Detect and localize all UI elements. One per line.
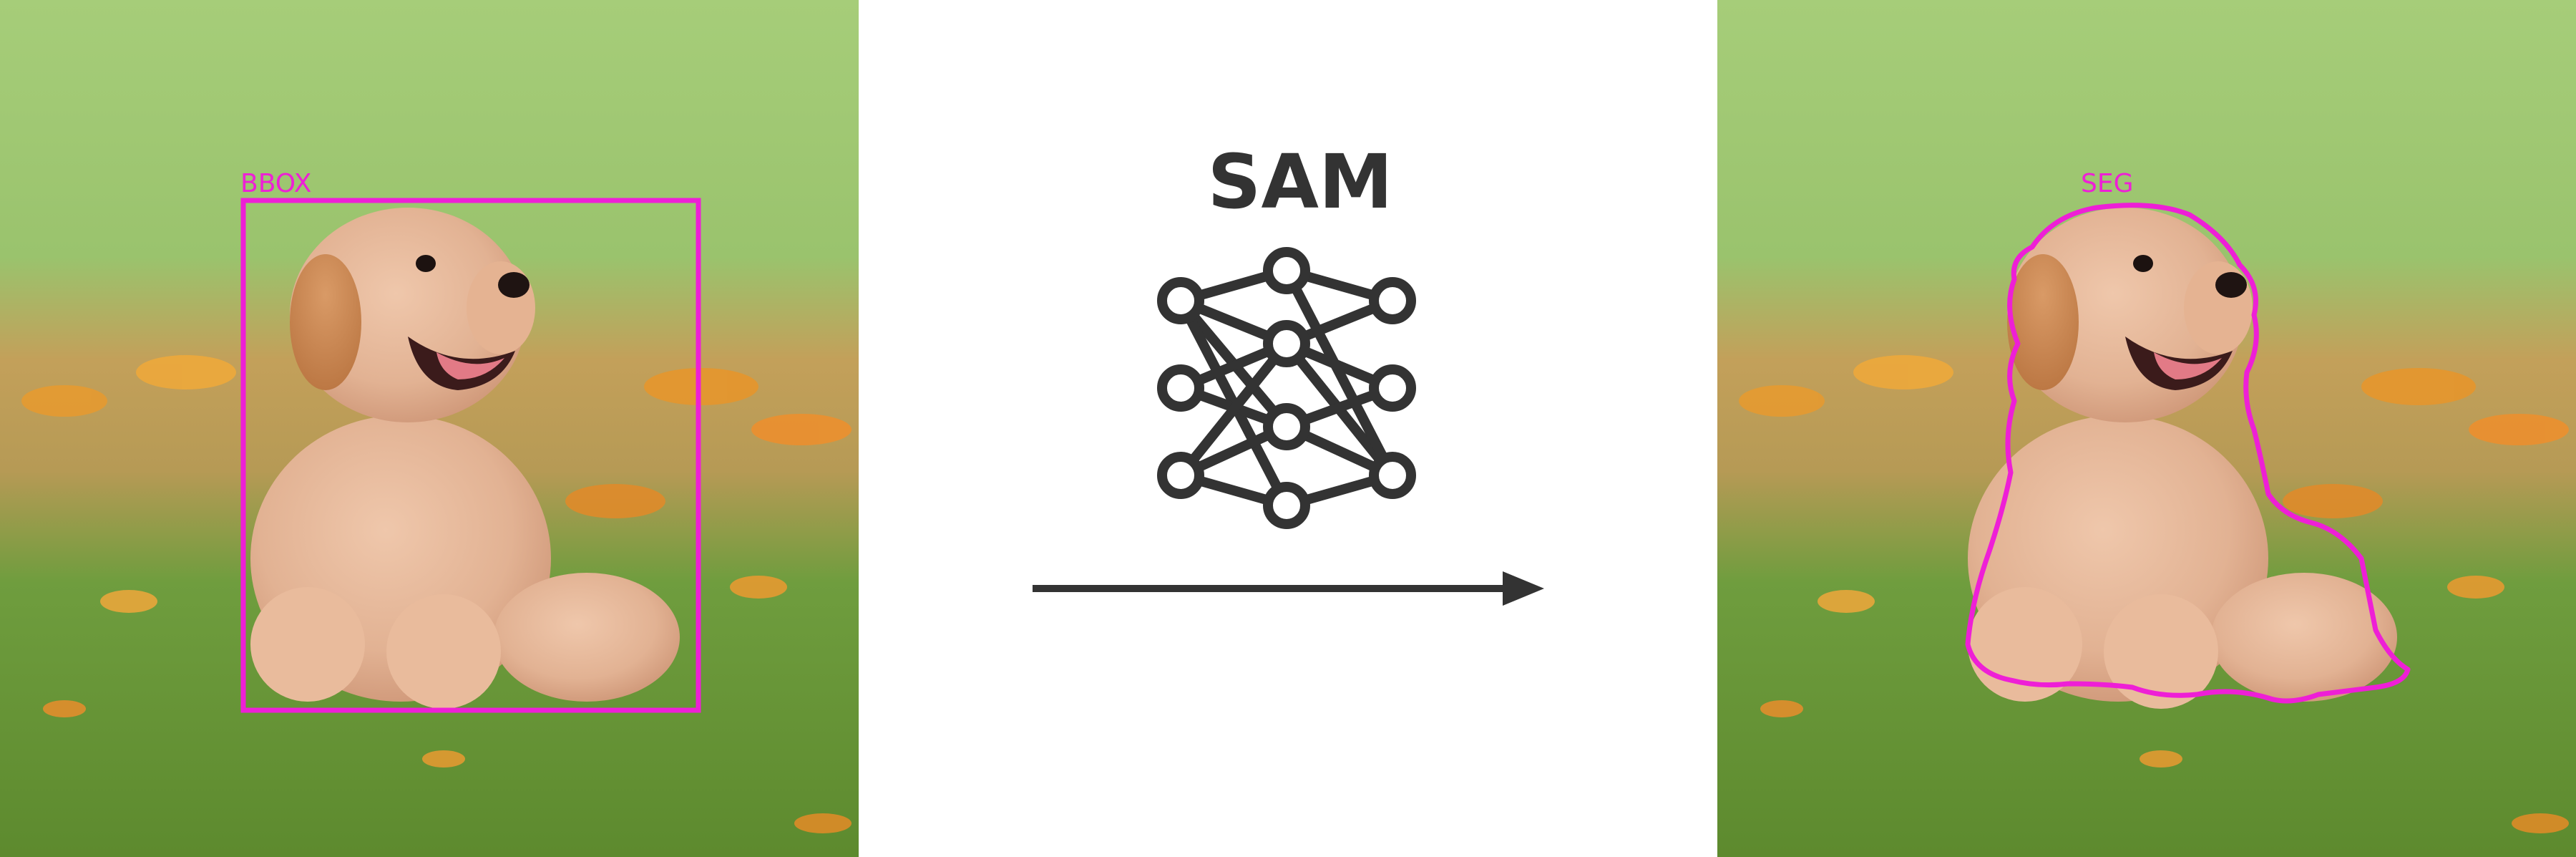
nn-node <box>1369 452 1416 499</box>
nn-node <box>1369 277 1416 324</box>
nn-node <box>1263 247 1310 294</box>
nn-node <box>1157 277 1204 324</box>
puppy-right <box>1968 208 2397 709</box>
nn-node <box>1263 482 1310 529</box>
sam-title: SAM <box>1208 138 1393 226</box>
nn-node <box>1157 364 1204 412</box>
right-arrow <box>1033 571 1544 606</box>
nn-node <box>1157 452 1204 499</box>
puppy-left <box>250 208 680 709</box>
right-photo-panel: SEG <box>1717 0 2576 857</box>
nn-node <box>1369 364 1416 412</box>
nn-node <box>1263 403 1310 450</box>
center-panel: SAM <box>859 0 1717 857</box>
left-photo-panel: BBOX <box>0 0 859 857</box>
neural-network-icon <box>1157 247 1416 529</box>
segmentation-outline <box>1965 203 2411 704</box>
bbox-annotation <box>240 198 701 713</box>
nn-node <box>1263 320 1310 367</box>
bbox-label: BBOX <box>240 169 311 198</box>
seg-label: SEG <box>2081 169 2134 198</box>
